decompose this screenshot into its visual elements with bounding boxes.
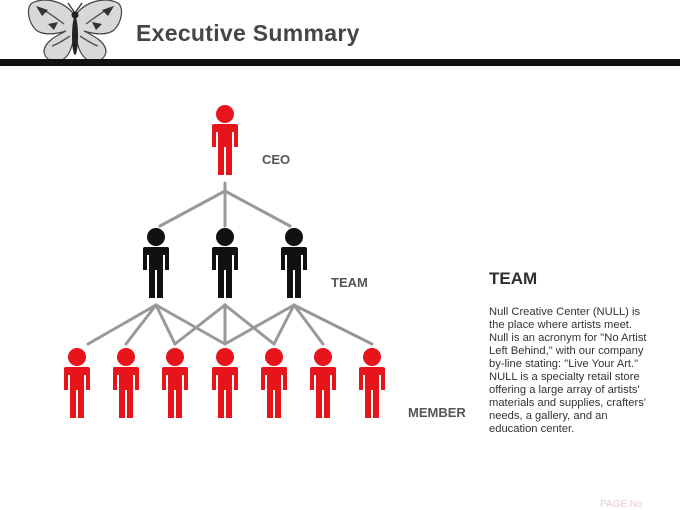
team-person-icon bbox=[281, 228, 307, 298]
ceo-person-icon bbox=[212, 105, 238, 175]
connector-lines bbox=[86, 181, 374, 346]
info-panel-body: Null Creative Center (NULL) is the place… bbox=[489, 306, 647, 435]
member-person-icon bbox=[212, 348, 238, 418]
member-person-icon bbox=[64, 348, 90, 418]
member-person-icon bbox=[261, 348, 287, 418]
team-person-icon bbox=[212, 228, 238, 298]
page-number: PAGE.No bbox=[600, 499, 643, 510]
team-label: TEAM bbox=[331, 275, 368, 290]
member-person-icon bbox=[359, 348, 385, 418]
butterfly-icon bbox=[27, 0, 123, 63]
info-panel-heading: TEAM bbox=[489, 269, 538, 288]
header-rule bbox=[0, 59, 680, 66]
member-person-icon bbox=[162, 348, 188, 418]
slide-title: Executive Summary bbox=[136, 20, 360, 46]
member-person-icon bbox=[310, 348, 336, 418]
member-label: MEMBER bbox=[408, 405, 466, 420]
ceo-label: CEO bbox=[262, 152, 291, 167]
member-person-icon bbox=[113, 348, 139, 418]
team-person-icon bbox=[143, 228, 169, 298]
